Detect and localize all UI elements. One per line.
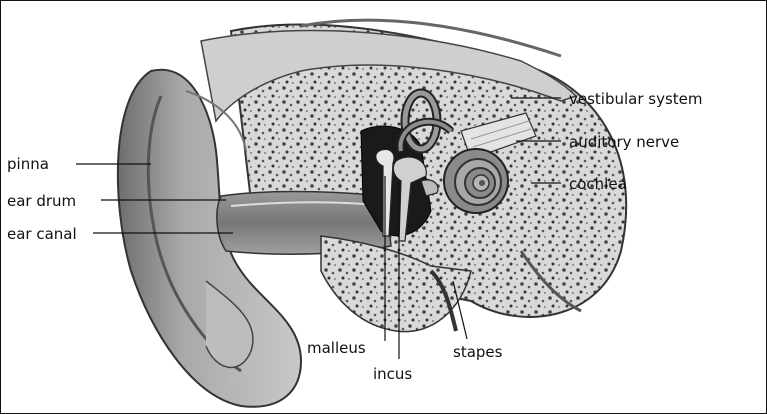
- label-auditory-nerve: auditory nerve: [569, 133, 679, 151]
- label-malleus: malleus: [307, 339, 366, 357]
- label-pinna: pinna: [7, 155, 49, 173]
- label-vestibular-system: vestibular system: [569, 90, 703, 108]
- label-cochlea: cochlea: [569, 175, 627, 193]
- label-ear-drum: ear drum: [7, 192, 76, 210]
- cochlea-shape: [444, 149, 508, 213]
- label-incus: incus: [373, 365, 412, 383]
- label-stapes: stapes: [453, 343, 503, 361]
- label-ear-canal: ear canal: [7, 225, 77, 243]
